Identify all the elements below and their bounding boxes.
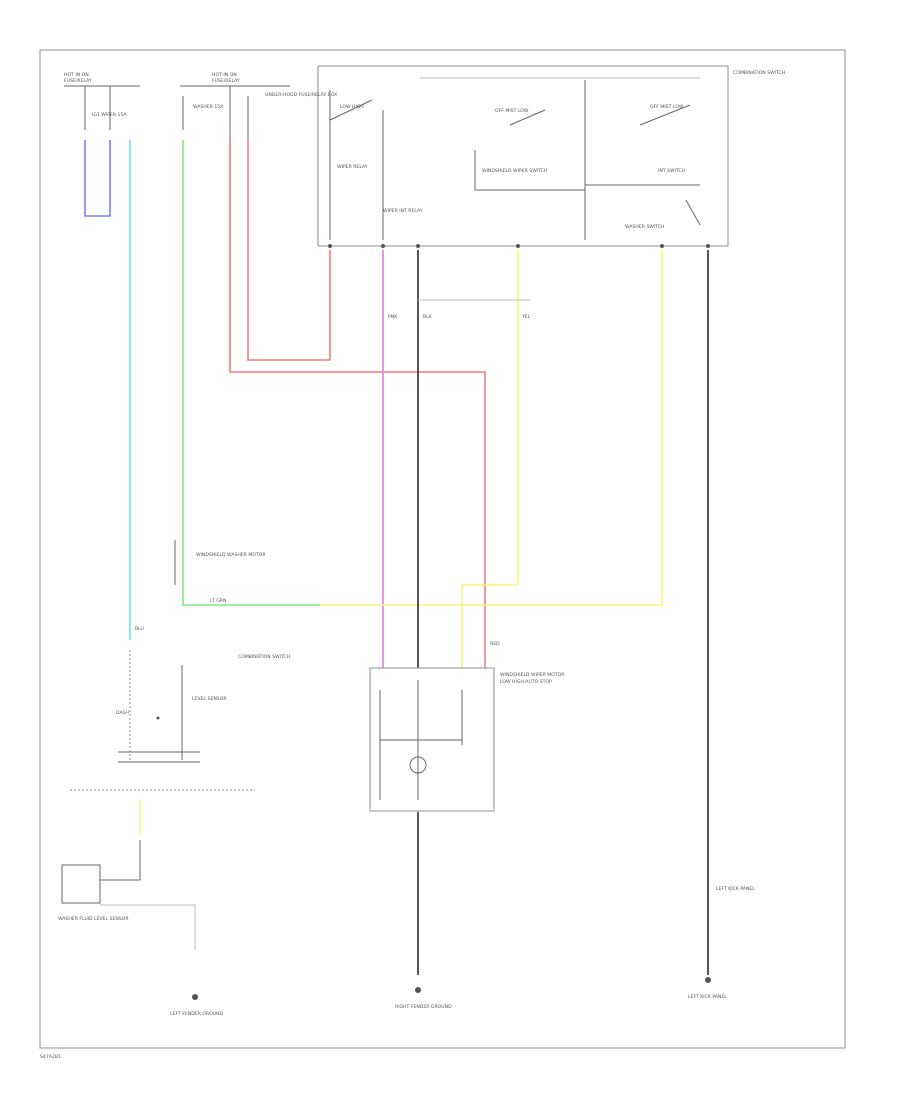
wiper-relay-label: WIPER RELAY: [337, 164, 368, 170]
washer-motor: WINDSHIELD WASHER MOTOR: [174, 540, 266, 585]
fuse-label-2: WASHER 15A: [193, 104, 224, 110]
wiper-motor-sub-label: LOW HIGH AUTO STOP: [500, 679, 552, 685]
wire-red-1: [229, 140, 486, 668]
washer-switch-label: WASHER SWITCH: [625, 224, 664, 230]
fluid-level-sensor: WASHER FLUID LEVEL SENSOR LEFT FENDER GR…: [58, 800, 224, 1017]
fuse-box-ref-label: UNDER-HOOD FUSE/RELAY BOX: [265, 92, 337, 98]
switch-connectors: [328, 244, 710, 248]
wiper-motor-label: WINDSHIELD WIPER MOTOR: [500, 672, 565, 678]
combination-switch-label: COMBINATION SWITCH: [733, 70, 785, 76]
wiper-relay: WIPER RELAY LOW HIGH WIPER INT RELAY: [329, 90, 423, 240]
wire-label-blk: BLK: [423, 314, 433, 320]
diagram-frame: [39, 49, 846, 1049]
level-sensor-block: LEVEL SENSOR DASH: [116, 650, 227, 763]
level-sensor-label: WASHER FLUID LEVEL SENSOR: [58, 916, 129, 922]
int-switch-positions: OFF MIST LOW: [650, 104, 684, 110]
wire-green: [182, 140, 320, 606]
level-sensor-switch-label: LEVEL SENSOR: [192, 696, 227, 702]
level-sensor-plate-label: DASH: [116, 710, 129, 716]
wire-label-yel: YEL: [521, 314, 531, 320]
wire-label-red: RED: [490, 641, 500, 647]
right-ground-connector-label: LEFT KICK PANEL: [716, 886, 755, 892]
fuse-box-sub-label-2: FUSE/RELAY: [212, 78, 240, 84]
fuse-symbols: [84, 86, 249, 140]
ground-label-right: LEFT KICK PANEL: [688, 994, 727, 1000]
wire-label-ltgrn: LT GRN: [210, 598, 226, 604]
wiper-relay-sub-label: LOW HIGH: [340, 104, 364, 110]
ground-symbols: RIGHT FENDER GROUND LEFT KICK PANEL LEFT…: [395, 886, 755, 1010]
fuse-box-label-2: HOT IN ON: [212, 72, 237, 78]
wire-red-2: [247, 140, 331, 361]
wire-yellow-1: [320, 250, 663, 606]
wire-yellow-2: [461, 250, 519, 668]
wiper-motor: WINDSHIELD WIPER MOTOR LOW HIGH AUTO STO…: [369, 667, 565, 812]
wiper-switch: OFF MIST LOW WINDSHIELD WIPER SWITCH OFF…: [474, 80, 701, 240]
ground-label-left: LEFT FENDER GROUND: [170, 1011, 224, 1017]
wire-label-pnk: PNK: [388, 314, 398, 320]
diagram-id: S47A2B1: [40, 1054, 61, 1060]
fuse-box-sub-label-1: FUSE/RELAY: [64, 78, 92, 84]
fuse-box-label-1: HOT IN ON: [64, 72, 89, 78]
combination-switch-ref: COMBINATION SWITCH: [238, 654, 290, 660]
wiper-switch-positions: OFF MIST LOW: [495, 108, 529, 114]
combination-switch-housing: [317, 65, 729, 247]
int-switch-label: INT SWITCH: [658, 168, 685, 174]
wire-label-blu: BLU: [135, 626, 144, 632]
wiper-int-relay-label: WIPER INT RELAY: [383, 208, 423, 214]
wire-blue: [84, 140, 111, 217]
ground-label-center: RIGHT FENDER GROUND: [395, 1004, 452, 1010]
washer-motor-label: WINDSHIELD WASHER MOTOR: [196, 552, 266, 558]
wiper-switch-label: WINDSHIELD WIPER SWITCH: [482, 168, 547, 174]
